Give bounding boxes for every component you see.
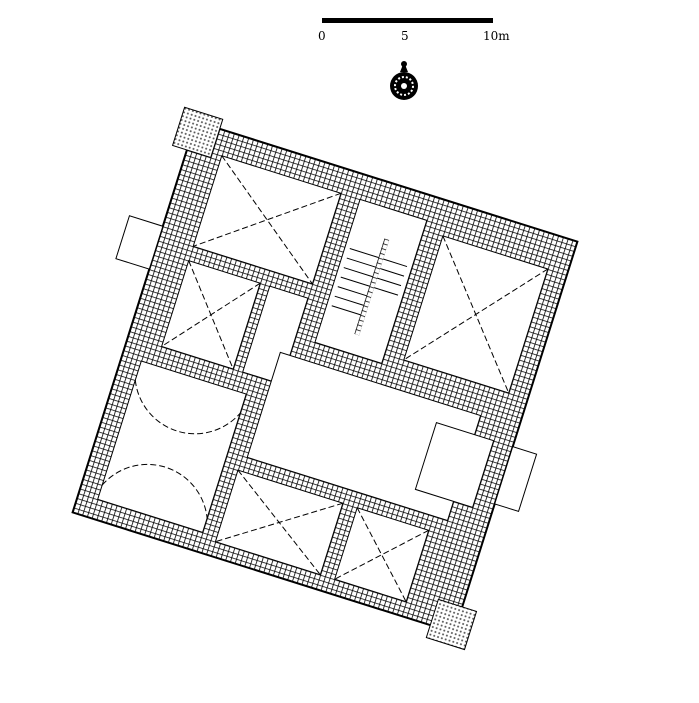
east-vestibule [414, 421, 495, 509]
room-s [214, 469, 344, 576]
scale-label-10m: 10m [483, 29, 510, 43]
scale-bar-line [322, 18, 493, 23]
corner-buttress-se [425, 598, 478, 651]
stair-hall [314, 198, 428, 365]
east-porch [494, 446, 538, 513]
compass-rose-icon [390, 61, 418, 100]
corner-buttress-nw [171, 106, 224, 159]
room-w-small [160, 259, 261, 370]
scale-label-0: 0 [318, 29, 326, 43]
building-plan [71, 106, 579, 651]
room-ne [403, 235, 549, 394]
room-w-closet [242, 285, 309, 385]
room-se [333, 507, 430, 603]
room-sw-large [97, 360, 247, 534]
west-annex [115, 215, 164, 270]
room-nw [192, 155, 342, 285]
scale-bar: 0 5 10m [318, 18, 510, 43]
scale-label-5: 5 [401, 29, 409, 43]
